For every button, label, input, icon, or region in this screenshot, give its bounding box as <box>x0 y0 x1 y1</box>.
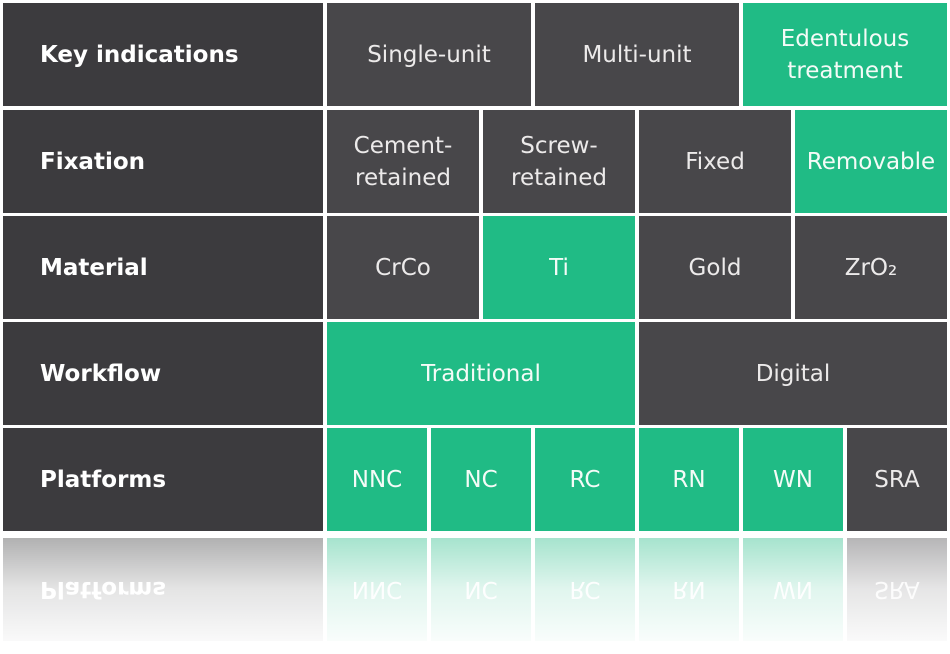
option-gold[interactable]: Gold <box>639 216 791 319</box>
option-cement-retained[interactable]: Cement- retained <box>327 110 479 213</box>
row-label-material: Material <box>3 216 323 319</box>
option-traditional[interactable]: Traditional <box>327 322 635 425</box>
option-digital[interactable]: Digital <box>639 322 947 425</box>
row-label-key-indications: Key indications <box>3 3 323 106</box>
option-single-unit[interactable]: Single-unit <box>327 3 531 106</box>
row-label-platforms: Platforms <box>3 428 323 531</box>
option-screw-retained[interactable]: Screw- retained <box>483 110 635 213</box>
option-nnc[interactable]: NNC <box>327 428 427 531</box>
option-multi-unit[interactable]: Multi-unit <box>535 3 739 106</box>
option-wn[interactable]: WN <box>743 428 843 531</box>
option-fixed[interactable]: Fixed <box>639 110 791 213</box>
reflection-fade <box>0 535 950 654</box>
row-label-workflow: Workflow <box>3 322 323 425</box>
option-nc[interactable]: NC <box>431 428 531 531</box>
option-ti[interactable]: Ti <box>483 216 635 319</box>
row-label-fixation: Fixation <box>3 110 323 213</box>
option-removable[interactable]: Removable <box>795 110 947 213</box>
option-crco[interactable]: CrCo <box>327 216 479 319</box>
option-sra[interactable]: SRA <box>847 428 947 531</box>
option-zro[interactable]: ZrO₂ <box>795 216 947 319</box>
option-rc[interactable]: RC <box>535 428 635 531</box>
option-rn[interactable]: RN <box>639 428 739 531</box>
option-edentulous-treatment[interactable]: Edentulous treatment <box>743 3 947 106</box>
